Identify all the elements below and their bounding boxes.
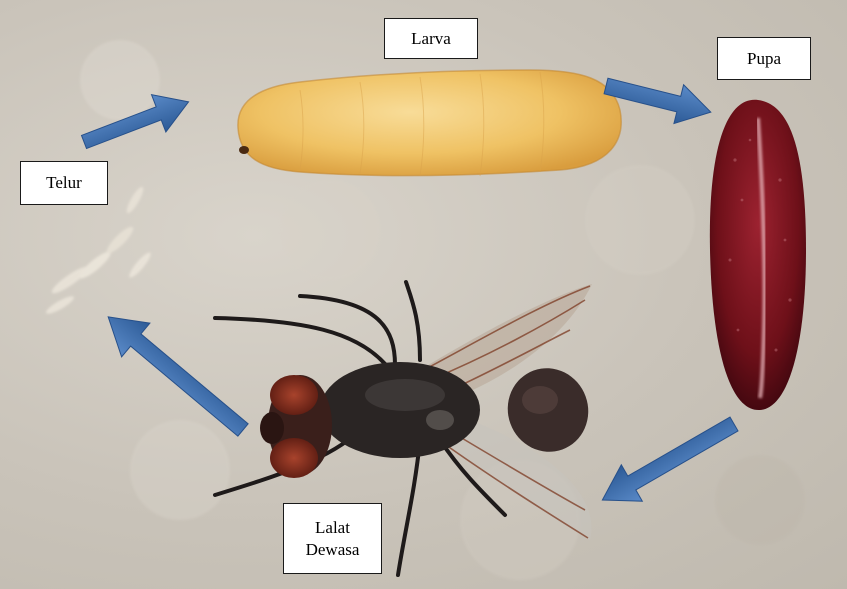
label-egg: Telur: [20, 161, 108, 205]
pupa-image: [710, 100, 806, 410]
label-pupa: Pupa: [717, 37, 811, 80]
larva-image: [238, 70, 621, 176]
label-adult-fly: Lalat Dewasa: [283, 503, 382, 574]
label-adult-line2: Dewasa: [306, 539, 360, 560]
label-adult-line1: Lalat: [315, 517, 350, 538]
label-larva: Larva: [384, 18, 478, 59]
